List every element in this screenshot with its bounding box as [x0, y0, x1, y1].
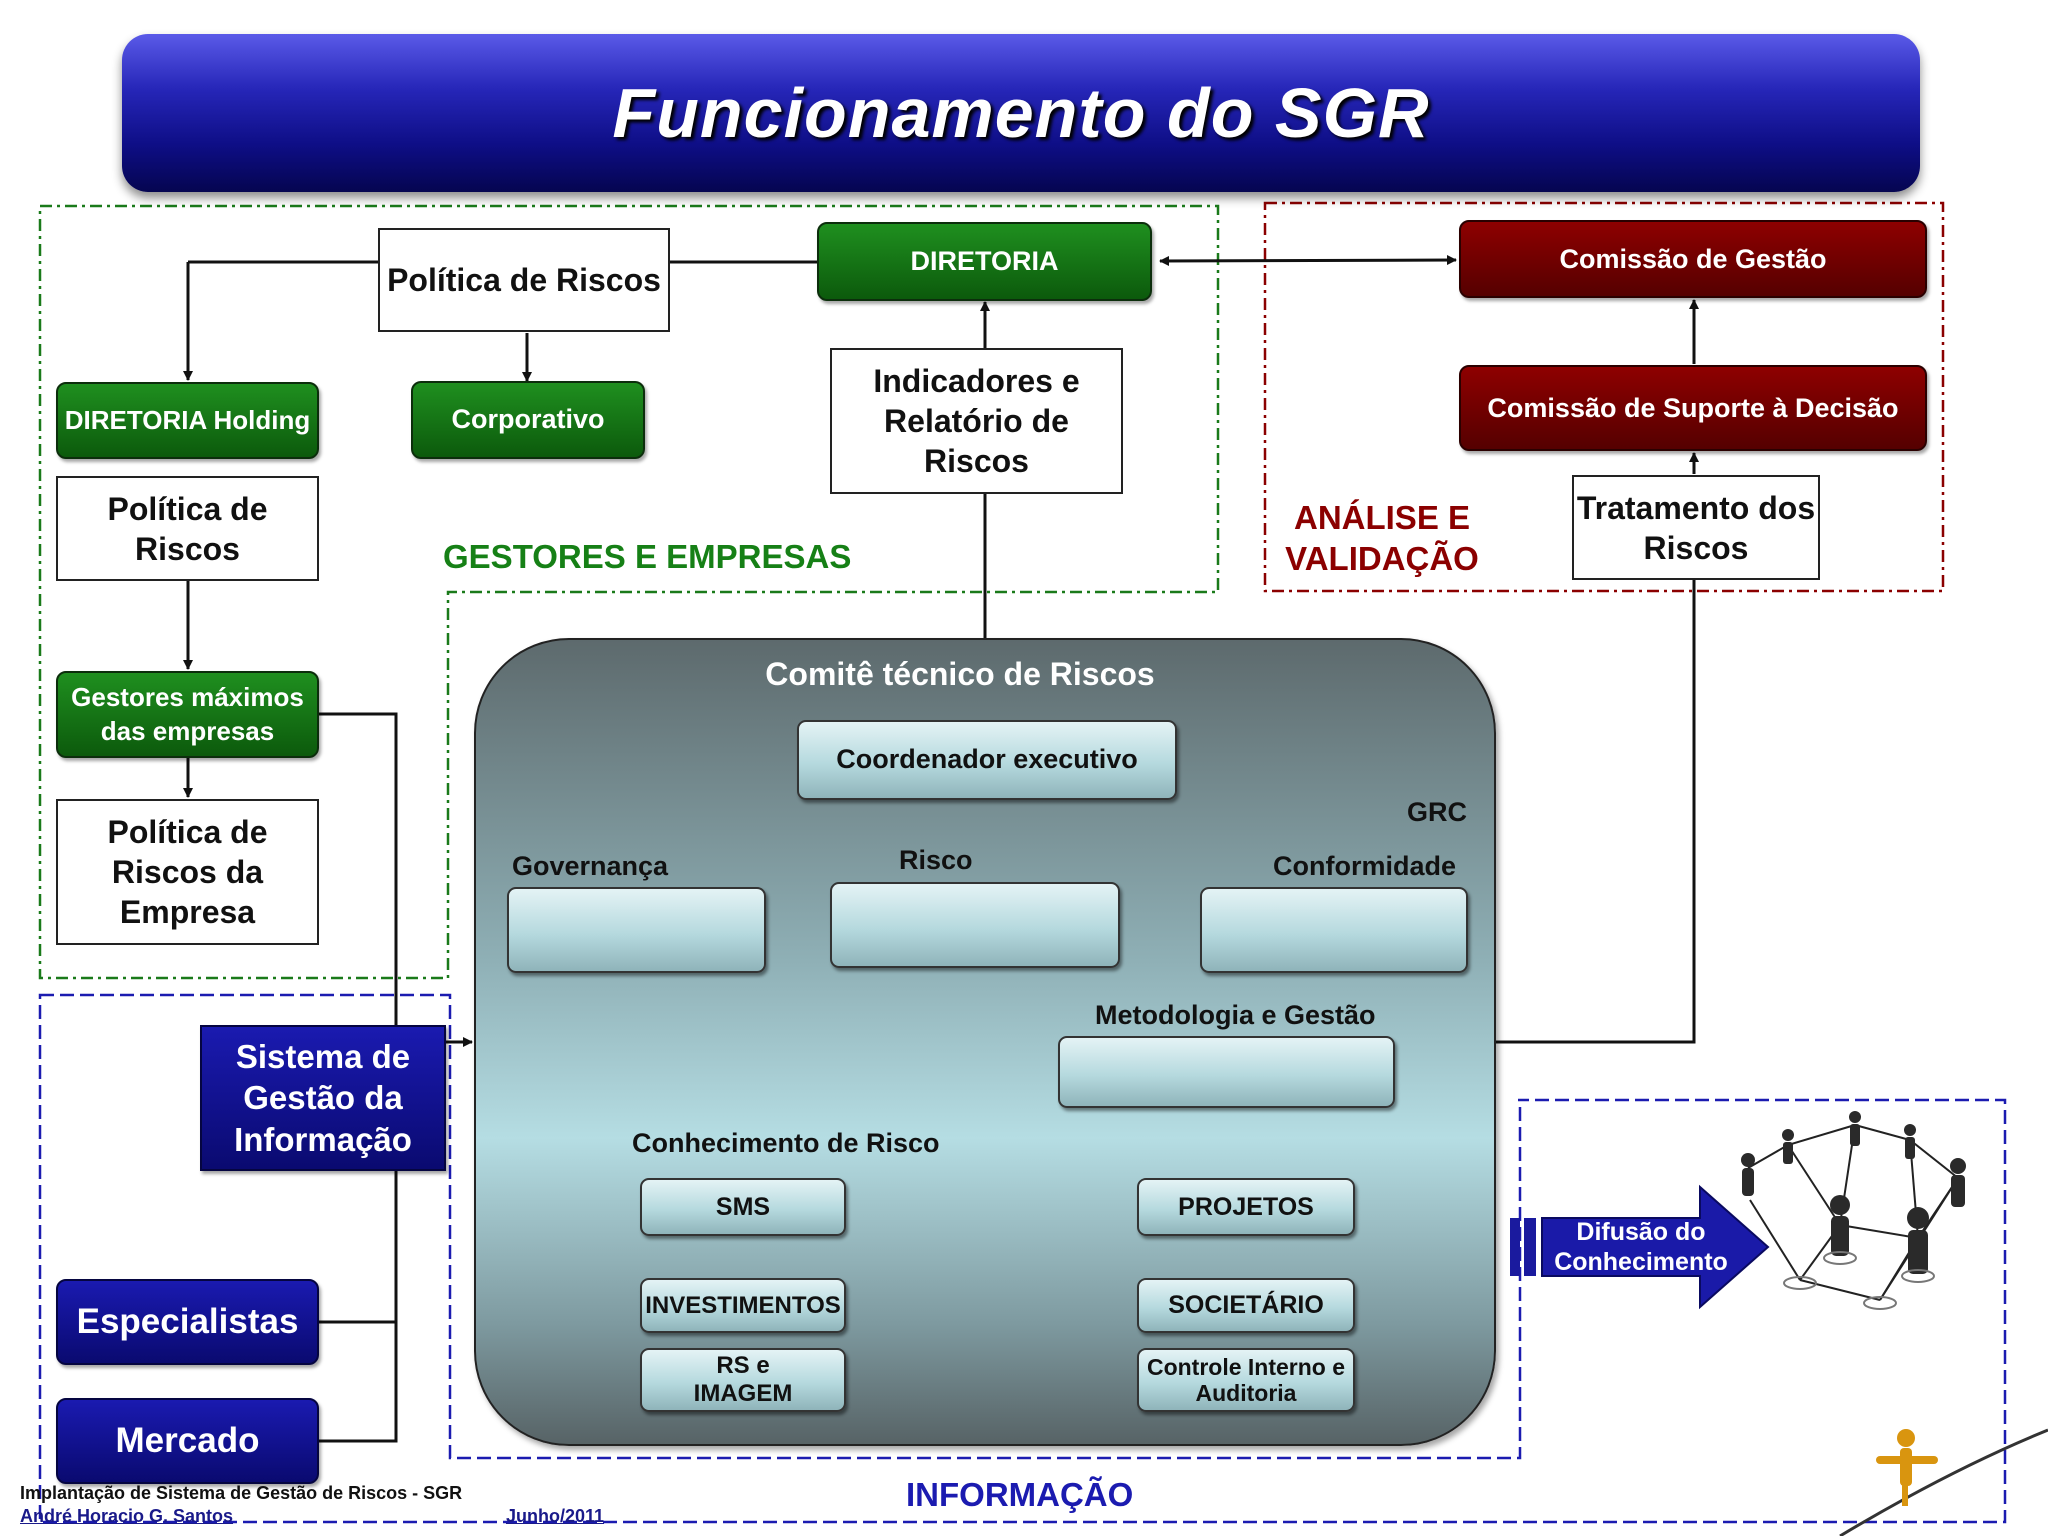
indicadores-box: Indicadores e Relatório de Riscos [830, 348, 1123, 494]
politica-riscos-box: Política de Riscos [378, 228, 670, 332]
diretoria-label: DIRETORIA [910, 245, 1059, 276]
politica-empresa-label: Política de Riscos da Empresa [107, 814, 268, 930]
difusao-arrow [1510, 1184, 1770, 1310]
investimentos-label: INVESTIMENTOS [645, 1291, 841, 1319]
coordenador-label: Coordenador executivo [836, 744, 1138, 775]
conhecimento-label: Conhecimento de Risco [632, 1128, 940, 1158]
sms-label: SMS [715, 1192, 771, 1221]
title-bar: Funcionamento do SGR [122, 34, 1920, 192]
comite-title: Comitê técnico de Riscos [765, 655, 1155, 692]
metodologia-label: Metodologia e Gestão [1095, 1000, 1376, 1030]
tratamento-box: Tratamento dos Riscos [1572, 475, 1820, 580]
controle-interno-label: Controle Interno e Auditoria [1146, 1353, 1346, 1406]
gestores-maximos-label: Gestores máximos das empresas [71, 681, 304, 746]
mercado-label: Mercado [115, 1421, 260, 1460]
gestores-maximos-box: Gestores máximos das empresas [56, 671, 319, 758]
metodologia-box [1058, 1036, 1395, 1108]
risco-label: Risco [899, 845, 973, 875]
conformidade-label: Conformidade [1273, 851, 1457, 881]
conformidade-box [1200, 887, 1468, 973]
difusao-label-wrap: Difusão do Conhecimento [1546, 1218, 1736, 1276]
informacao-label: INFORMAÇÃO [906, 1476, 1134, 1513]
politica-riscos-holding-label: Política de Riscos [107, 490, 268, 567]
network-rings [1783, 1251, 1935, 1310]
comissao-suporte-label: Comissão de Suporte à Decisão [1487, 392, 1899, 423]
comissao-suporte-box: Comissão de Suporte à Decisão [1459, 365, 1927, 451]
societario-box: SOCIETÁRIO [1137, 1278, 1355, 1333]
politica-riscos-label: Política de Riscos [387, 262, 661, 298]
sistema-label: Sistema de Gestão da Informação [234, 1038, 412, 1158]
rs-imagem-box: RS e IMAGEM [640, 1348, 846, 1412]
diretoria-holding-label: DIRETORIA Holding [64, 404, 311, 435]
controle-interno-box: Controle Interno e Auditoria [1137, 1348, 1355, 1412]
sms-box: SMS [640, 1178, 846, 1236]
people-figures [1741, 1111, 1966, 1274]
governanca-label: Governança [512, 851, 669, 881]
tratamento-label: Tratamento dos Riscos [1576, 489, 1816, 566]
coordenador-executivo-box: Coordenador executivo [797, 720, 1177, 800]
rs-imagem-label: RS e IMAGEM [693, 1352, 793, 1407]
projetos-box: PROJETOS [1137, 1178, 1355, 1236]
diretoria-holding-box: DIRETORIA Holding [56, 382, 319, 459]
gestores-empresas-label: GESTORES E EMPRESAS [443, 538, 852, 575]
mercado-box: Mercado [56, 1398, 319, 1484]
grc-label: GRC [1407, 797, 1467, 827]
top-connectors [183, 255, 1699, 1443]
especialistas-box: Especialistas [56, 1279, 319, 1365]
sistema-gestao-informacao-box: Sistema de Gestão da Informação [200, 1025, 446, 1171]
footer-date: Junho/2011 [506, 1506, 605, 1526]
corporativo-label: Corporativo [451, 404, 605, 435]
investimentos-box: INVESTIMENTOS [640, 1278, 846, 1333]
footer-line1: Implantação de Sistema de Gestão de Risc… [20, 1483, 463, 1503]
societario-label: SOCIETÁRIO [1168, 1291, 1324, 1320]
indicadores-label: Indicadores e Relatório de Riscos [873, 363, 1080, 479]
politica-empresa-box: Política de Riscos da Empresa [56, 799, 319, 945]
footer-author: André Horacio G. Santos [20, 1506, 234, 1526]
page-title: Funcionamento do SGR [612, 74, 1430, 152]
risco-box [830, 882, 1120, 968]
projetos-label: PROJETOS [1178, 1192, 1314, 1221]
gestores-empresas-border [38, 204, 1220, 980]
diretoria-box: DIRETORIA [817, 222, 1152, 301]
informacao-border [38, 993, 2007, 1524]
analise-validacao-label: ANÁLISE E VALIDAÇÃO [1285, 499, 1479, 578]
especialistas-label: Especialistas [76, 1302, 299, 1341]
comissao-gestao-label: Comissão de Gestão [1559, 243, 1827, 274]
corporativo-box: Corporativo [411, 381, 645, 459]
difusao-label: Difusão do Conhecimento [1554, 1218, 1728, 1276]
comissao-gestao-box: Comissão de Gestão [1459, 220, 1927, 298]
politica-riscos-holding-box: Política de Riscos [56, 476, 319, 581]
governanca-box [507, 887, 766, 973]
analise-validacao-border [1263, 201, 1945, 593]
person-figure-icon [1839, 1428, 2048, 1536]
